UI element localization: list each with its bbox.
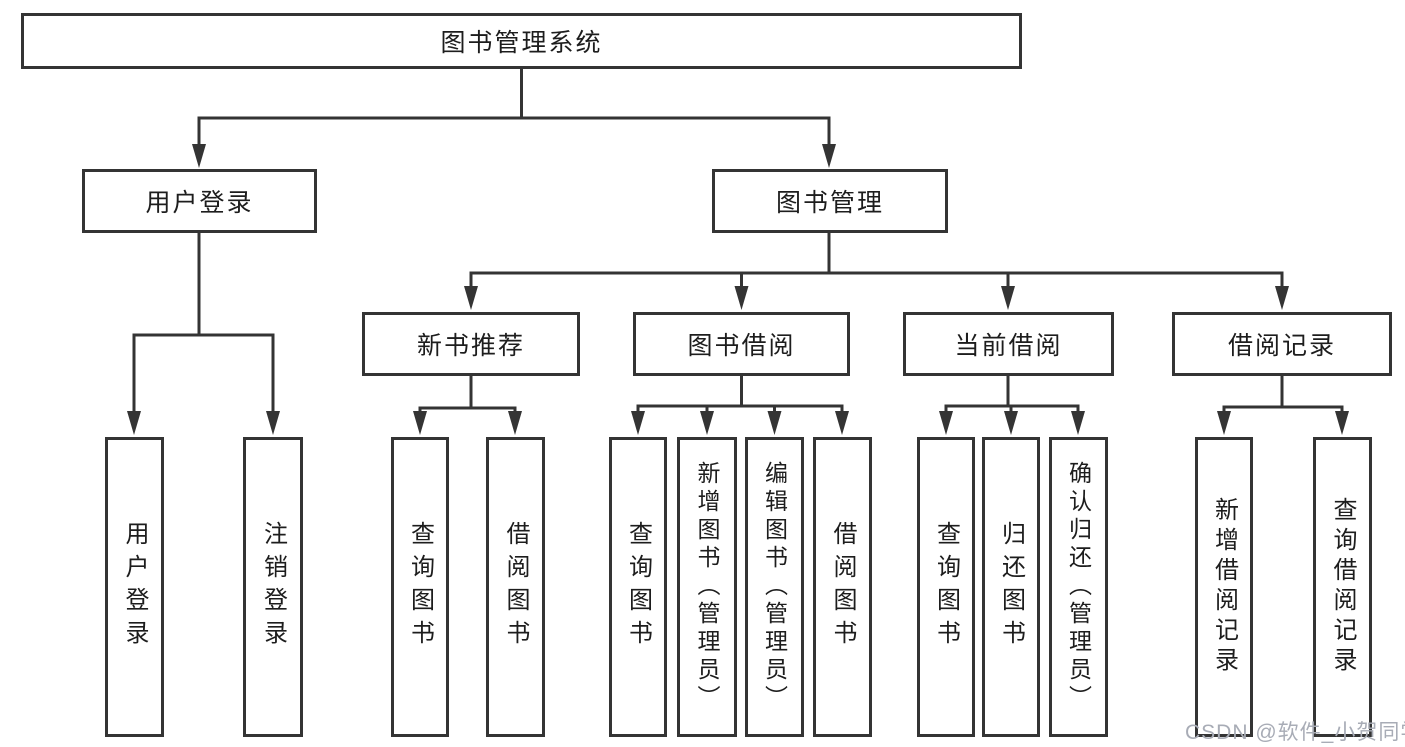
- leaf-current-query-book: 查询图书: [917, 437, 975, 737]
- connector-root-to-level2: [192, 69, 836, 168]
- leaf-borrow-query-book: 查询图书: [609, 437, 667, 737]
- leaf-user-login: 用户登录: [105, 437, 164, 737]
- connector-new-book-to-leaves: [413, 376, 522, 435]
- leaf-current-return-book: 归还图书: [982, 437, 1040, 737]
- node-book-borrow: 图书借阅: [633, 312, 850, 376]
- node-new-book-recommend: 新书推荐: [362, 312, 580, 376]
- leaf-borrow-edit-book-admin: 编辑图书（管理员）: [745, 437, 804, 737]
- node-book-management: 图书管理: [712, 169, 948, 233]
- leaf-records-add-record: 新增借阅记录: [1195, 437, 1253, 737]
- leaf-borrow-add-book-admin: 新增图书（管理员）: [677, 437, 737, 737]
- leaf-current-confirm-return-admin: 确认归还（管理员）: [1049, 437, 1108, 737]
- node-current-borrow: 当前借阅: [903, 312, 1114, 376]
- connector-borrow-records-to-leaves: [1217, 376, 1349, 435]
- connector-book-borrow-to-leaves: [631, 376, 849, 435]
- node-root: 图书管理系统: [21, 13, 1022, 69]
- leaf-recommend-query-book: 查询图书: [391, 437, 449, 737]
- node-borrow-records: 借阅记录: [1172, 312, 1392, 376]
- connector-user-login-to-leaves: [127, 233, 280, 435]
- leaf-recommend-borrow-book: 借阅图书: [486, 437, 545, 737]
- connector-book-management-to-level3: [464, 233, 1289, 310]
- csdn-watermark: CSDN @软件_小贺同学: [1185, 721, 1405, 744]
- leaf-borrow-borrow-book: 借阅图书: [813, 437, 872, 737]
- node-user-login: 用户登录: [82, 169, 317, 233]
- leaf-logout: 注销登录: [243, 437, 303, 737]
- connector-current-borrow-to-leaves: [939, 376, 1085, 435]
- leaf-records-query-record: 查询借阅记录: [1313, 437, 1372, 737]
